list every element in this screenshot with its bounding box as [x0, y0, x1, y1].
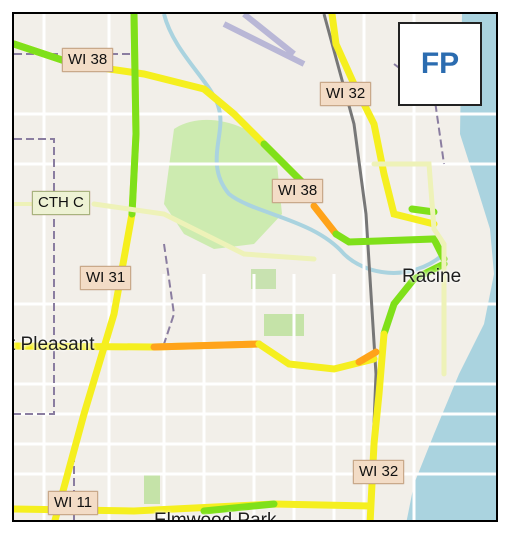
lake-michigan	[406, 14, 496, 520]
wi31-green	[128, 14, 140, 218]
highway-shield-wi11: WI 11	[48, 491, 99, 515]
wi38-green	[260, 140, 308, 188]
park-area	[264, 314, 304, 336]
county-shield-cthc: CTH C	[32, 191, 90, 215]
wi32-north	[328, 14, 438, 228]
airport-runway	[222, 14, 306, 67]
place-label-racine: Racine	[402, 266, 462, 287]
park-area	[144, 474, 160, 504]
wi11-green	[200, 500, 278, 515]
highway-shield-wi32: WI 32	[320, 82, 372, 106]
mt-pleasant-slow-east	[355, 348, 380, 366]
racine-east-road	[371, 161, 447, 377]
park-area	[251, 269, 276, 289]
map-canvas[interactable]	[14, 14, 498, 522]
highway-shield-wi38: WI 38	[272, 179, 324, 203]
mt-pleasant-slow	[150, 340, 263, 351]
highway-shield-wi32: WI 32	[353, 460, 405, 484]
highway-shield-wi38: WI 38	[62, 48, 114, 72]
place-label-mt-pleasant: t Pleasant	[12, 334, 95, 355]
place-label-elmwood-park: Elmwood Park	[154, 510, 277, 522]
cth-c-road	[91, 201, 317, 262]
root-river	[162, 14, 446, 275]
mt-pleasant-east	[255, 340, 378, 373]
traffic-map[interactable]: WI 38 WI 32 WI 38 CTH C WI 31 WI 32 WI 1…	[12, 12, 498, 522]
highway-shield-wi31: WI 31	[80, 266, 132, 290]
wi38-slow	[310, 202, 340, 238]
racine-south	[380, 260, 448, 338]
wi32-south	[366, 330, 388, 520]
traffic-layer	[14, 14, 448, 520]
fp-badge: FP	[398, 22, 482, 106]
wi38-east	[332, 230, 448, 263]
